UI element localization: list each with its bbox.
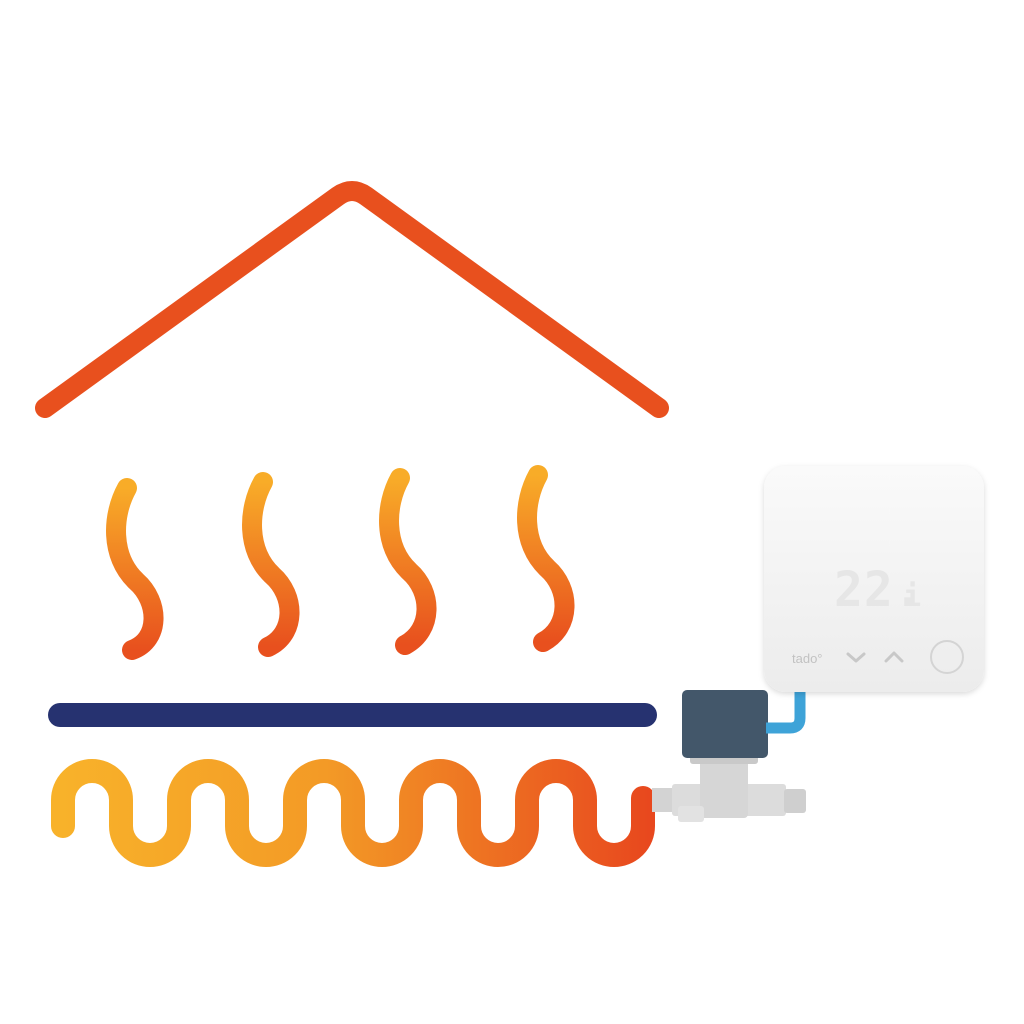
round-button-icon[interactable] xyxy=(930,640,964,674)
heating-pipe xyxy=(51,759,655,867)
valve-actuator xyxy=(682,690,768,758)
smart-thermostat: 22. i tado° xyxy=(764,466,984,692)
thermostat-wire xyxy=(766,688,806,734)
valve-stem xyxy=(700,756,748,818)
valve-bottom-port xyxy=(678,806,704,822)
temperature-display: 22. xyxy=(834,562,924,618)
roof-line xyxy=(35,181,669,418)
display-indicator: i xyxy=(903,579,921,614)
heat-waves xyxy=(106,465,575,660)
valve-connector-right xyxy=(784,789,806,813)
heat-wave-icon xyxy=(517,465,575,652)
heat-wave-icon xyxy=(242,472,300,657)
brand-logo: tado° xyxy=(792,651,823,666)
chevron-down-icon[interactable] xyxy=(846,652,866,663)
heat-wave-icon xyxy=(379,468,437,655)
heat-wave-icon xyxy=(106,478,164,660)
pipe-valve xyxy=(652,752,806,822)
chevron-up-icon[interactable] xyxy=(884,651,904,663)
thermostat-body xyxy=(764,466,984,692)
